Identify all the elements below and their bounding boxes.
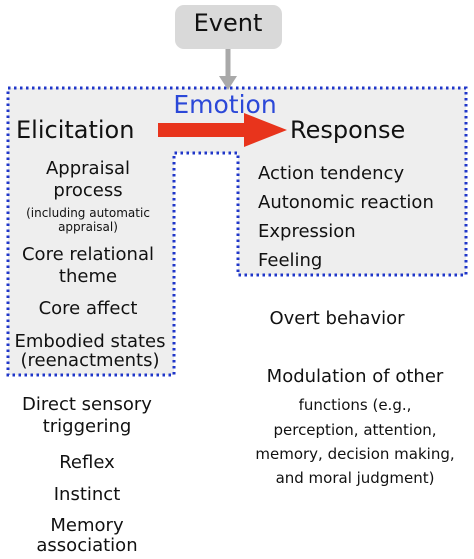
event-label: Event (193, 9, 263, 37)
elicitation-item-core-affect: Core affect (38, 298, 138, 319)
elicitation-item-appraisal-note-line-2: appraisal) (58, 220, 118, 234)
elicitation-item-core-relational-line-2: theme (58, 266, 118, 287)
outside-left-direct-sensory-line-1: Direct sensory (22, 394, 152, 415)
outside-left-reflex: Reflex (59, 452, 115, 473)
outside-right-overt-behavior: Overt behavior (269, 308, 405, 329)
outside-right-modulation-line-1: Modulation of other (266, 366, 444, 387)
outside-left-instinct: Instinct (53, 484, 121, 505)
emotion-region (6, 86, 468, 377)
elicitation-item-embodied-line-1: Embodied states (14, 331, 166, 352)
response-item-action-tendency: Action tendency (258, 163, 405, 184)
outside-right-modulation-line-2: functions (e.g., (298, 396, 412, 414)
response-label: Response (290, 116, 406, 144)
response-item-expression: Expression (258, 221, 356, 242)
outside-left-memory-line-1: Memory (50, 515, 124, 536)
response-item-feeling: Feeling (258, 250, 323, 271)
elicitation-label: Elicitation (16, 116, 135, 144)
outside-left-direct-sensory-line-2: triggering (42, 416, 132, 437)
elicitation-response-arrow-shaft (158, 123, 248, 137)
response-item-autonomic-reaction: Autonomic reaction (258, 192, 434, 213)
emotion-label: Emotion (173, 90, 277, 119)
elicitation-item-embodied-line-2: (reenactments) (20, 350, 160, 371)
event-connector-arrowhead (219, 76, 237, 90)
outside-right-modulation-line-5: and moral judgment) (275, 469, 435, 487)
elicitation-response-arrowhead (244, 113, 287, 147)
elicitation-item-appraisal-line-1: Appraisal (45, 158, 131, 179)
outside-right-modulation-line-3: perception, attention, (273, 421, 437, 439)
elicitation-item-appraisal-line-2: process (53, 180, 123, 201)
outside-right-modulation-line-4: memory, decision making, (255, 445, 455, 463)
event-box (175, 5, 282, 49)
outside-left-memory-line-2: association (36, 535, 138, 556)
elicitation-item-appraisal-note-line-1: (including automatic (26, 206, 150, 220)
elicitation-item-core-relational-line-1: Core relational (21, 244, 155, 265)
